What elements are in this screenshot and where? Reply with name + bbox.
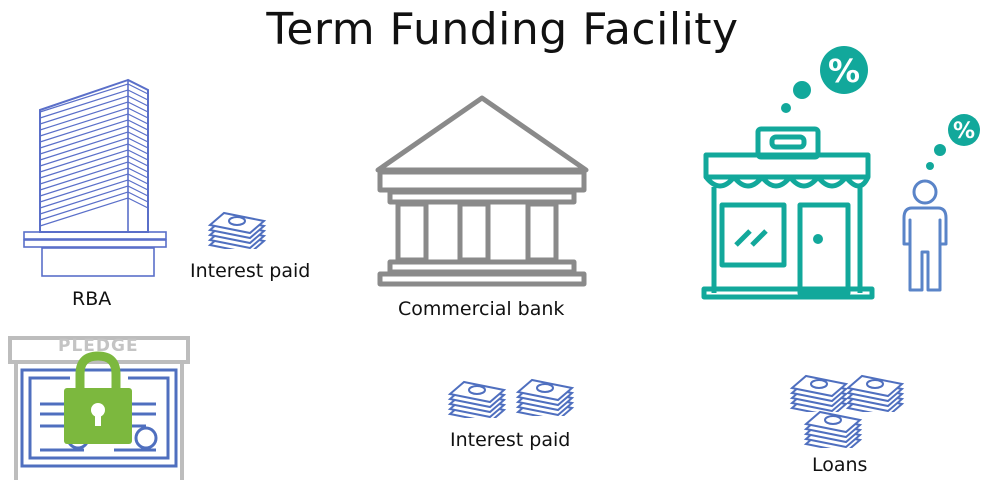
money-stack-icon: [788, 368, 850, 412]
interest-paid-top-label: Interest paid: [190, 260, 311, 282]
svg-text:%: %: [953, 119, 975, 144]
loans-label: Loans: [812, 454, 868, 476]
interest-paid-bottom-label: Interest paid: [450, 429, 571, 451]
money-stack-icon: [514, 372, 576, 416]
skyscraper-icon: [18, 72, 178, 282]
bank-building-icon: [372, 92, 592, 288]
person-icon: [900, 178, 950, 296]
rba-label: RBA: [72, 288, 112, 310]
percent-bubble-icon: %: [922, 110, 984, 174]
money-stack-icon: [844, 368, 906, 412]
money-stack-icon: [802, 404, 864, 448]
page-title: Term Funding Facility: [266, 4, 739, 55]
locked-certificate-icon: [6, 334, 192, 484]
commercial-bank-label: Commercial bank: [398, 298, 565, 320]
storefront-icon: [700, 125, 876, 301]
percent-bubble-icon: %: [778, 44, 878, 124]
svg-text:%: %: [828, 52, 860, 90]
pledge-label: PLEDGE: [58, 336, 139, 356]
money-stack-icon: [206, 205, 268, 249]
money-stack-icon: [446, 374, 508, 418]
